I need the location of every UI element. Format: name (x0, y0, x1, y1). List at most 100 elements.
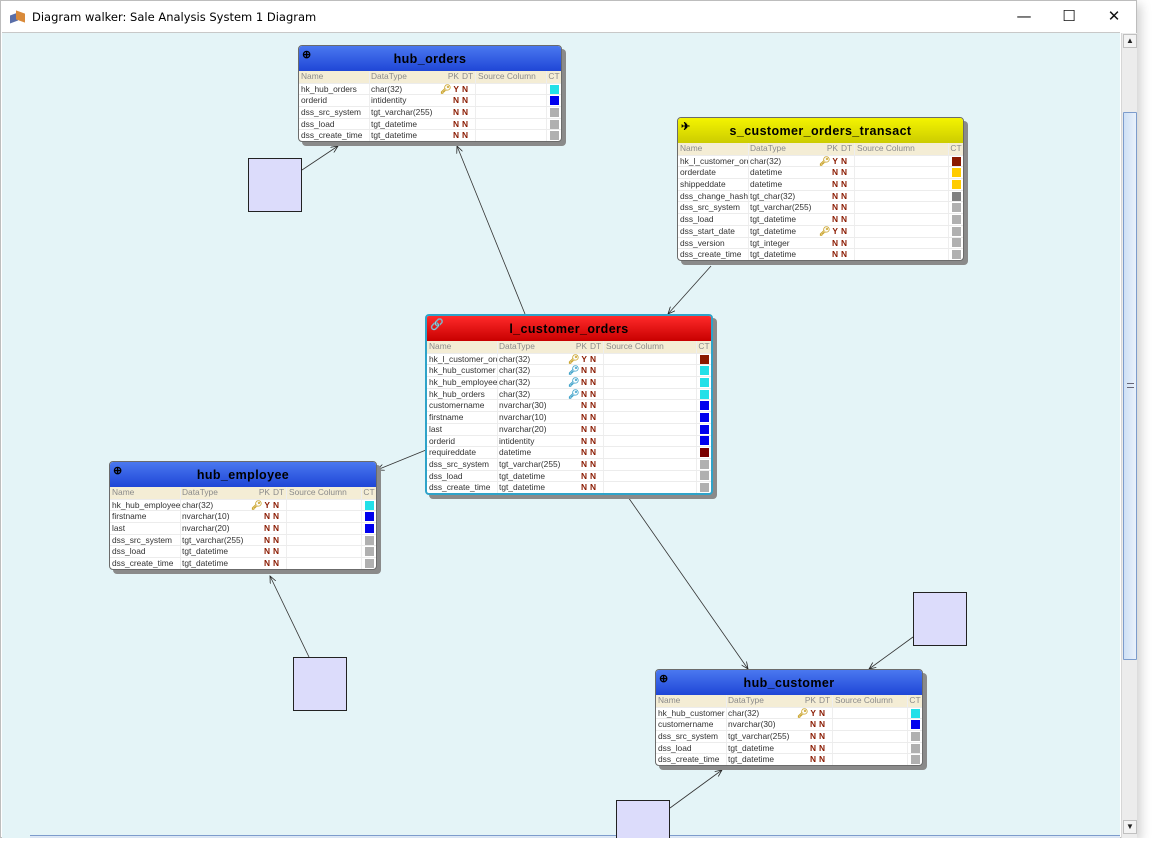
table-row[interactable]: hk_l_customer_orders char(32) 🔑︎Y N (427, 352, 711, 365)
col-ct-header: CT (698, 341, 710, 351)
foreign-key-icon: 🔑︎ (568, 388, 580, 399)
table-row[interactable]: dss_src_system tgt_varchar(255) N N (678, 201, 963, 214)
column-type-swatch (908, 743, 922, 754)
table-row[interactable]: firstname nvarchar(10) N N (110, 510, 376, 523)
table-row[interactable]: customername nvarchar(30) N N (427, 399, 711, 412)
pk-flag: N (580, 412, 587, 423)
scroll-up-icon[interactable]: ▲ (1123, 34, 1137, 48)
col-type-header: DataType (180, 487, 252, 499)
column-type-swatch (908, 708, 922, 719)
placeholder-node[interactable] (913, 592, 967, 646)
column-source (603, 365, 697, 377)
table-row[interactable]: dss_load tgt_datetime N N (299, 117, 561, 130)
column-type-swatch (949, 156, 963, 167)
table-row[interactable]: dss_create_time tgt_datetime N N (678, 248, 963, 260)
minimize-button[interactable]: — (1016, 7, 1032, 25)
table-header[interactable]: ⊕ hub_employee (110, 462, 376, 487)
column-dt: N (841, 179, 848, 190)
table-row[interactable]: dss_create_time tgt_datetime N N (299, 129, 561, 142)
column-datatype: tgt_datetime (726, 742, 798, 754)
table-title: hub_customer (743, 675, 835, 690)
table-row[interactable]: last nvarchar(20) N N (110, 522, 376, 534)
table-row[interactable]: requireddate datetime N N (427, 446, 711, 458)
placeholder-node[interactable] (293, 657, 347, 711)
table-row[interactable]: orderdate datetime N N (678, 166, 963, 179)
table-row[interactable]: dss_create_time tgt_datetime N N (110, 557, 376, 569)
column-type-swatch (362, 546, 376, 557)
column-dt: N (841, 190, 848, 201)
vertical-scrollbar[interactable]: ▲ ▼ (1121, 33, 1137, 839)
column-name: dss_create_time (658, 754, 720, 765)
pk-flag: N (263, 546, 270, 557)
pk-flag: N (580, 447, 587, 458)
table-row[interactable]: dss_start_date tgt_datetime 🔑︎Y N (678, 224, 963, 237)
table-row[interactable]: dss_change_hash tgt_char(32) N N (678, 189, 963, 202)
table-row[interactable]: dss_create_time tgt_datetime N N (656, 753, 922, 766)
column-name: last (112, 523, 126, 534)
column-pk: N (441, 119, 461, 130)
table-row[interactable]: dss_src_system tgt_varchar(255) N N (656, 730, 922, 742)
column-dt: N (841, 225, 848, 236)
table-row[interactable]: hk_hub_employee char(32) 🔑︎N N (427, 376, 711, 388)
table-s-customer-orders-transact[interactable]: ✈ s_customer_orders_transact Name DataTy… (677, 117, 964, 261)
column-type-swatch (362, 523, 376, 534)
table-hub-orders[interactable]: ⊕ hub_orders Name DataType PK DT Source … (298, 45, 562, 143)
table-header[interactable]: ✈ s_customer_orders_transact (678, 118, 963, 143)
column-dt: N (590, 458, 597, 469)
table-row[interactable]: dss_load tgt_datetime N N (656, 741, 922, 754)
maximize-button[interactable]: ☐ (1062, 7, 1076, 25)
table-hub-customer[interactable]: ⊕ hub_customer Name DataType PK DT Sourc… (655, 669, 923, 767)
column-datatype: tgt_datetime (497, 470, 569, 482)
table-row[interactable]: last nvarchar(20) N N (427, 422, 711, 435)
column-datatype: tgt_integer (748, 237, 820, 249)
column-source (286, 523, 362, 534)
column-dt: N (273, 523, 280, 534)
table-header[interactable]: 🔗 l_customer_orders (427, 316, 711, 341)
placeholder-node[interactable] (248, 158, 302, 212)
column-type-swatch (697, 482, 711, 493)
table-row[interactable]: orderid intidentity N N (427, 434, 711, 447)
table-row[interactable]: dss_src_system tgt_varchar(255) N N (427, 457, 711, 470)
table-row[interactable]: hk_hub_orders char(32) 🔑︎Y N (299, 82, 561, 95)
column-datatype: char(32) (497, 388, 569, 400)
column-dt: N (462, 118, 469, 129)
scroll-down-icon[interactable]: ▼ (1123, 820, 1137, 834)
col-type-header: DataType (497, 341, 569, 353)
table-row[interactable]: dss_load tgt_datetime N N (427, 469, 711, 482)
column-source (603, 400, 697, 412)
table-row[interactable]: hk_hub_employee char(32) 🔑︎Y N (110, 498, 376, 511)
table-row[interactable]: dss_load tgt_datetime N N (678, 213, 963, 225)
placeholder-node[interactable] (616, 800, 670, 838)
table-row[interactable]: customername nvarchar(30) N N (656, 718, 922, 731)
pk-flag: N (263, 558, 270, 569)
table-row[interactable]: dss_src_system tgt_varchar(255) N N (110, 533, 376, 546)
table-header[interactable]: ⊕ hub_orders (299, 46, 561, 71)
column-type-swatch (697, 459, 711, 470)
table-row[interactable]: shippeddate datetime N N (678, 178, 963, 190)
table-row[interactable]: hk_hub_customer char(32) 🔑︎Y N (656, 706, 922, 719)
table-row[interactable]: dss_version tgt_integer N N (678, 236, 963, 249)
column-pk: N (569, 459, 589, 470)
table-header[interactable]: ⊕ hub_customer (656, 670, 922, 695)
column-type-swatch (697, 412, 711, 423)
table-row[interactable]: dss_load tgt_datetime N N (110, 545, 376, 558)
table-hub-employee[interactable]: ⊕ hub_employee Name DataType PK DT Sourc… (109, 461, 377, 570)
column-source (603, 423, 697, 435)
column-dt: N (819, 707, 826, 718)
close-button[interactable]: ✕ (1107, 7, 1121, 25)
col-dt-header: DT (841, 143, 853, 153)
table-row[interactable]: hk_hub_orders char(32) 🔑︎N N (427, 387, 711, 400)
table-row[interactable]: hk_l_customer_orders char(32) 🔑︎Y N (678, 154, 963, 167)
column-header-row: Name DataType PK DT Source Column CT (110, 487, 376, 499)
table-row[interactable]: orderid intidentity N N (299, 94, 561, 107)
column-name: hk_hub_orders (301, 83, 357, 94)
table-row[interactable]: dss_src_system tgt_varchar(255) N N (299, 106, 561, 118)
table-l-customer-orders[interactable]: 🔗 l_customer_orders Name DataType PK DT … (425, 314, 713, 495)
column-pk: 🔑︎N (568, 388, 589, 400)
table-row[interactable]: firstname nvarchar(10) N N (427, 411, 711, 423)
table-row[interactable]: dss_create_time tgt_datetime N N (427, 481, 711, 493)
table-row[interactable]: hk_hub_customer char(32) 🔑︎N N (427, 364, 711, 377)
column-name: dss_load (301, 118, 335, 129)
pk-flag: Y (832, 155, 838, 166)
vertical-scroll-thumb[interactable] (1123, 112, 1137, 660)
